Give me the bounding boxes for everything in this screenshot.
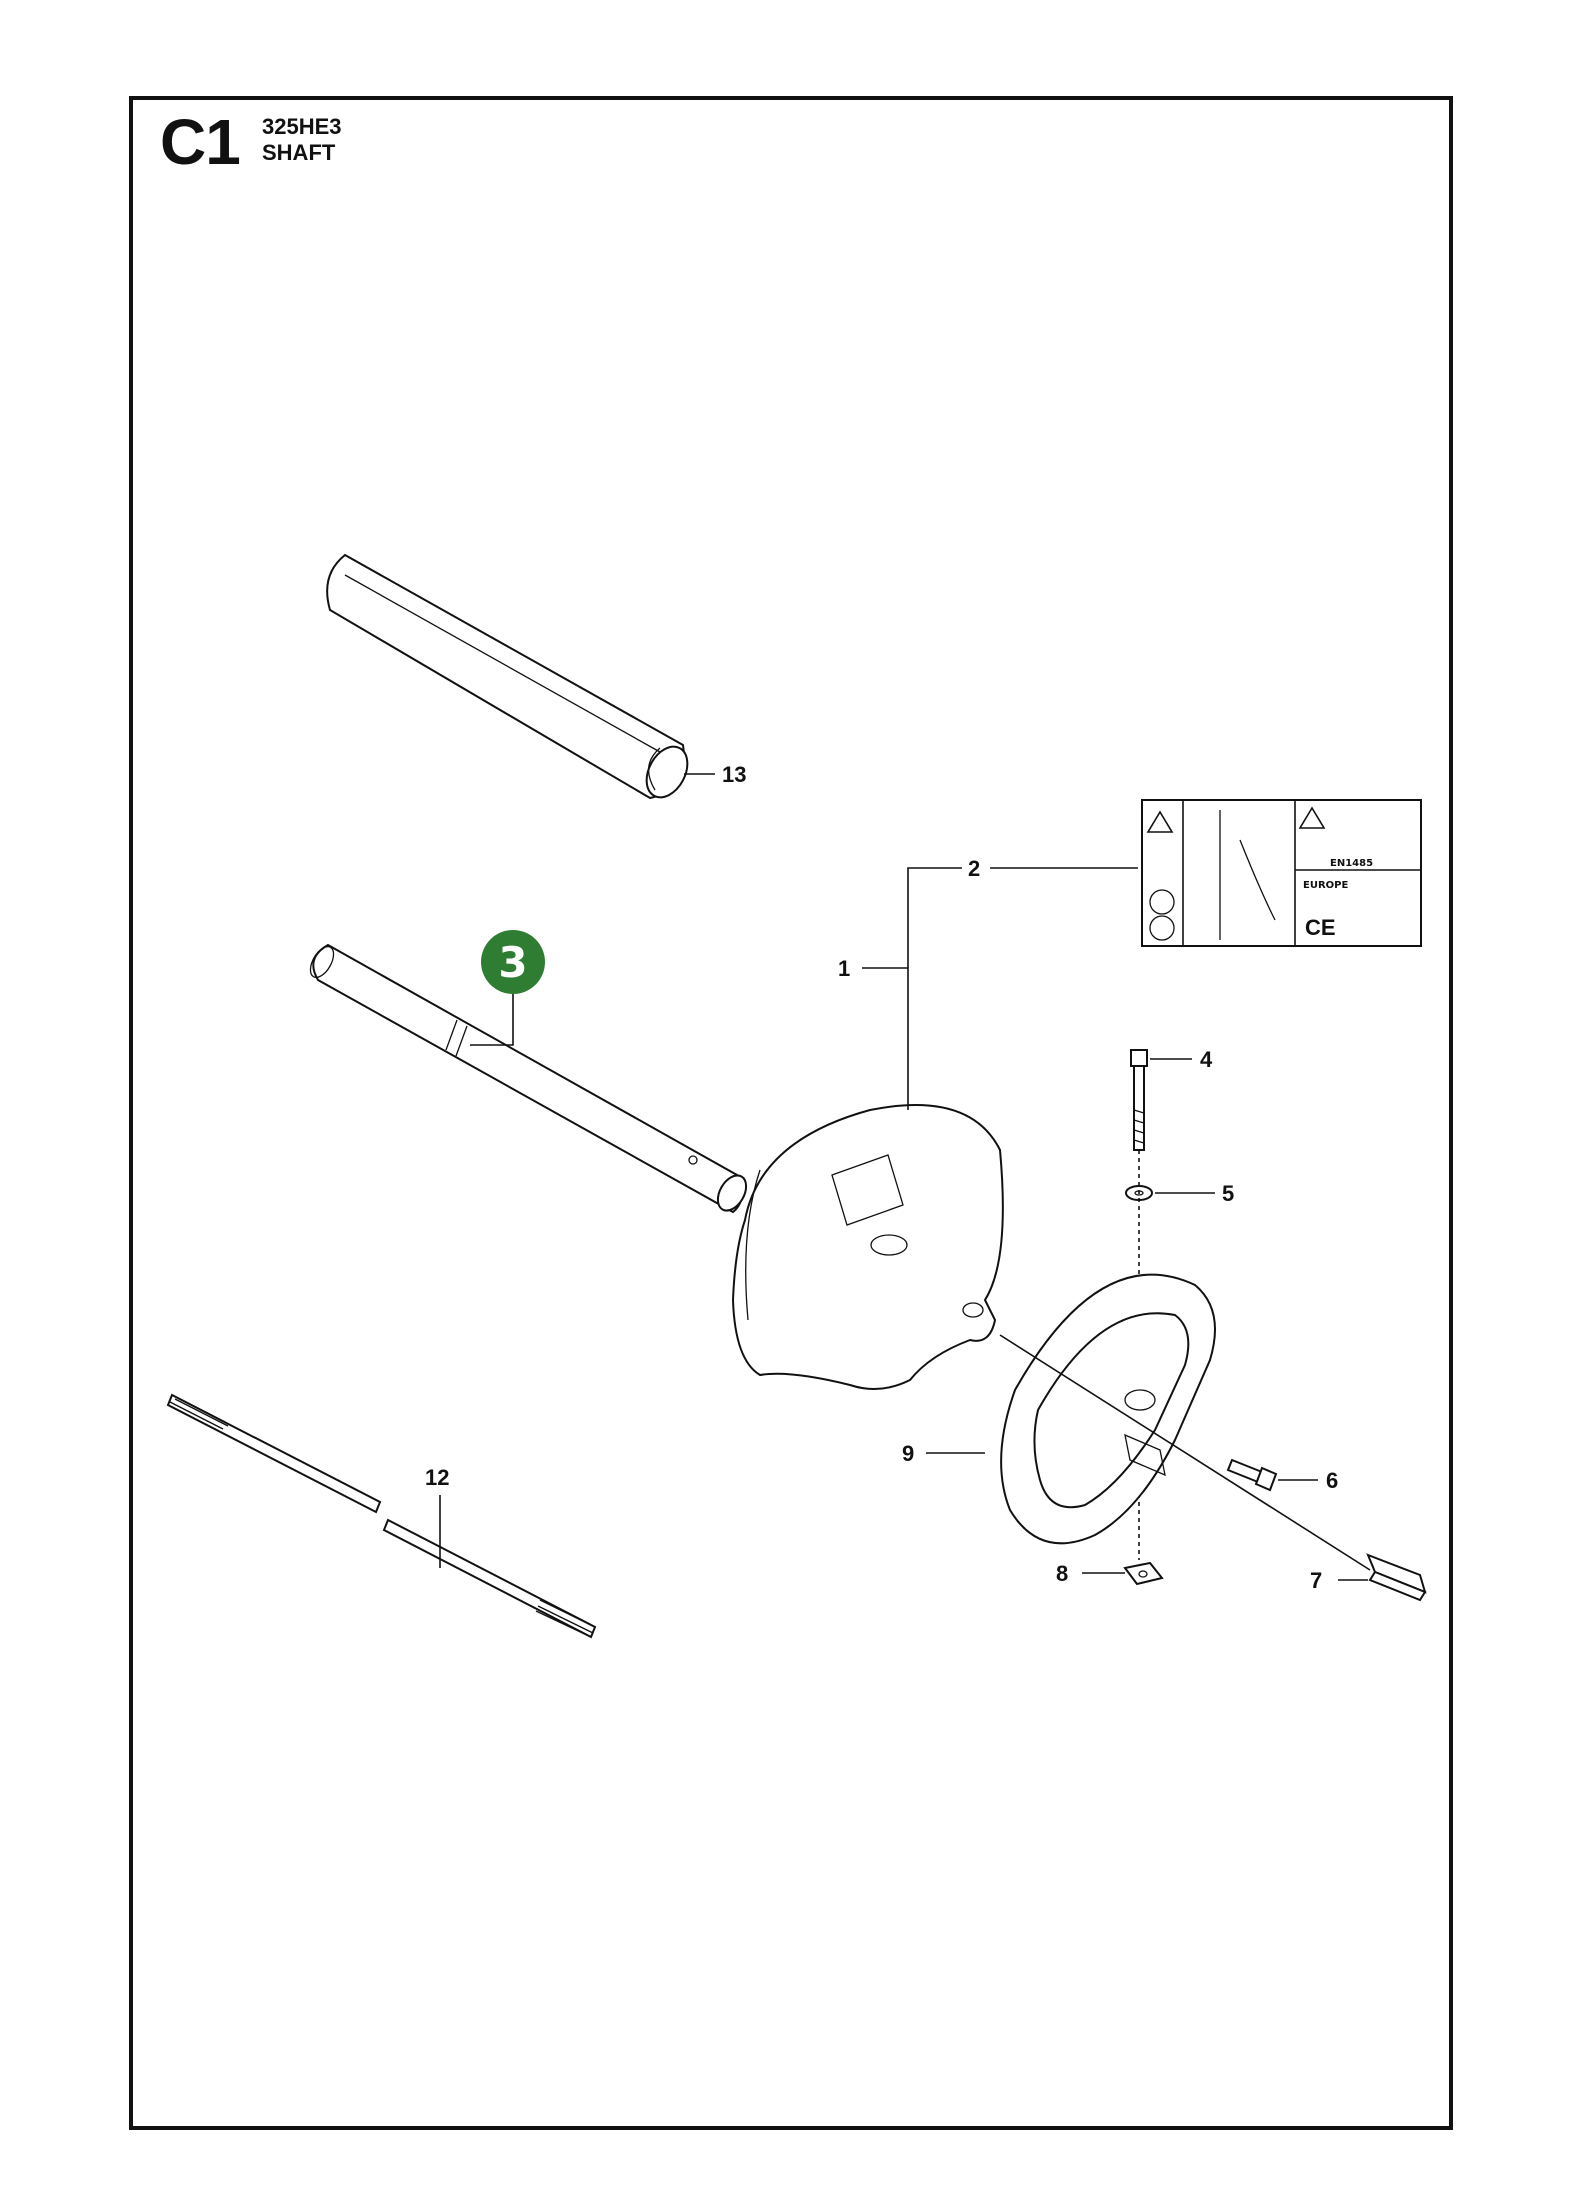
callout-3: 3 (498, 938, 527, 987)
callout-6[interactable]: 6 (1326, 1468, 1338, 1493)
callout-2[interactable]: 2 (968, 856, 980, 881)
section-title: SHAFT (262, 140, 336, 165)
callout-12[interactable]: 12 (425, 1465, 449, 1490)
part-2-decal[interactable]: EN1485 EUROPE CE (1141, 799, 1422, 947)
part-6-screw[interactable] (1226, 1458, 1278, 1492)
callout-5[interactable]: 5 (1222, 1181, 1234, 1206)
part-8-square-nut[interactable] (1123, 1561, 1164, 1586)
callout-7[interactable]: 7 (1310, 1568, 1322, 1593)
part-12-drive-shaft[interactable] (166, 1393, 597, 1639)
callout-4[interactable]: 4 (1200, 1047, 1213, 1072)
callout-3-badge[interactable]: 3 (481, 930, 545, 994)
part-13-shaft-tube[interactable] (326, 553, 695, 804)
callout-1[interactable]: 1 (838, 956, 850, 981)
decal-ce-mark: CE (1305, 915, 1336, 940)
page-frame (129, 96, 1453, 2130)
decal-region: EUROPE (1303, 880, 1348, 891)
part-9-handle[interactable] (1000, 1273, 1216, 1545)
callout-9[interactable]: 9 (902, 1441, 914, 1466)
leader-2 (907, 867, 1138, 968)
part-1-guard[interactable] (731, 1104, 1004, 1390)
leader-3 (470, 994, 514, 1046)
decal-standard: EN1485 (1330, 858, 1373, 869)
callout-3-circle (481, 930, 545, 994)
part-3-drive-tube[interactable] (306, 943, 752, 1216)
leader-1 (862, 967, 909, 1110)
axis-line-horizontal (999, 1334, 1371, 1571)
part-7-connector[interactable] (1366, 1553, 1427, 1602)
callout-13[interactable]: 13 (722, 762, 746, 787)
part-4-bolt[interactable] (1130, 1049, 1148, 1151)
model-number: 325HE3 (262, 114, 342, 139)
section-code: C1 (160, 106, 241, 178)
callout-8[interactable]: 8 (1056, 1561, 1068, 1586)
